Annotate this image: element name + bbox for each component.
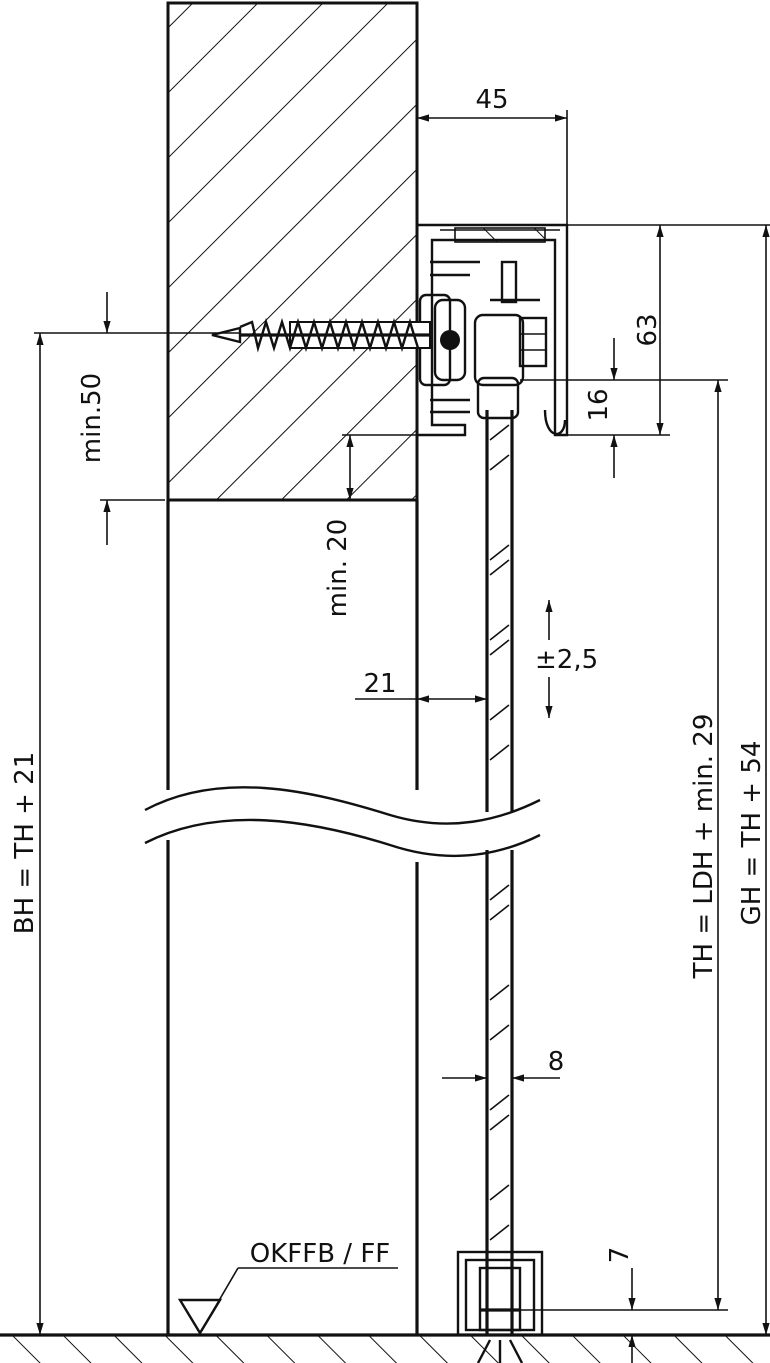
dimensions [34, 110, 770, 1363]
glass-panel [485, 410, 514, 1335]
dim-min50-label: min.50 [77, 373, 107, 463]
dim-min20-label: min. 20 [323, 519, 353, 618]
floor-ref-label: OKFFB / FF [250, 1239, 390, 1269]
floor-guide [456, 1250, 544, 1363]
dim-7-label: 7 [605, 1247, 635, 1264]
dim-45-label: 45 [475, 85, 508, 115]
dim-21-label: 21 [363, 669, 396, 699]
wall-lintel-hatched [166, 1, 419, 502]
break-line-upper [144, 786, 541, 825]
dim-8-label: 8 [548, 1047, 565, 1077]
wall [144, 1, 541, 1335]
dim-pm25-label: ±2,5 [535, 645, 598, 675]
labels: 45 63 16 min.50 min. 20 ±2,5 21 8 7 OKFF… [10, 85, 767, 1269]
floor-level-symbol [177, 1298, 223, 1336]
track-profile [415, 223, 569, 437]
screw-dowel [211, 317, 431, 353]
floor [0, 1267, 770, 1363]
gh-formula-label: GH = TH + 54 [737, 741, 767, 926]
dim-63-label: 63 [633, 313, 663, 346]
bh-formula-label: BH = TH + 21 [10, 752, 40, 935]
dim-16-label: 16 [584, 388, 614, 421]
break-line-lower [144, 818, 541, 858]
th-formula-label: TH = LDH + min. 29 [689, 714, 719, 980]
